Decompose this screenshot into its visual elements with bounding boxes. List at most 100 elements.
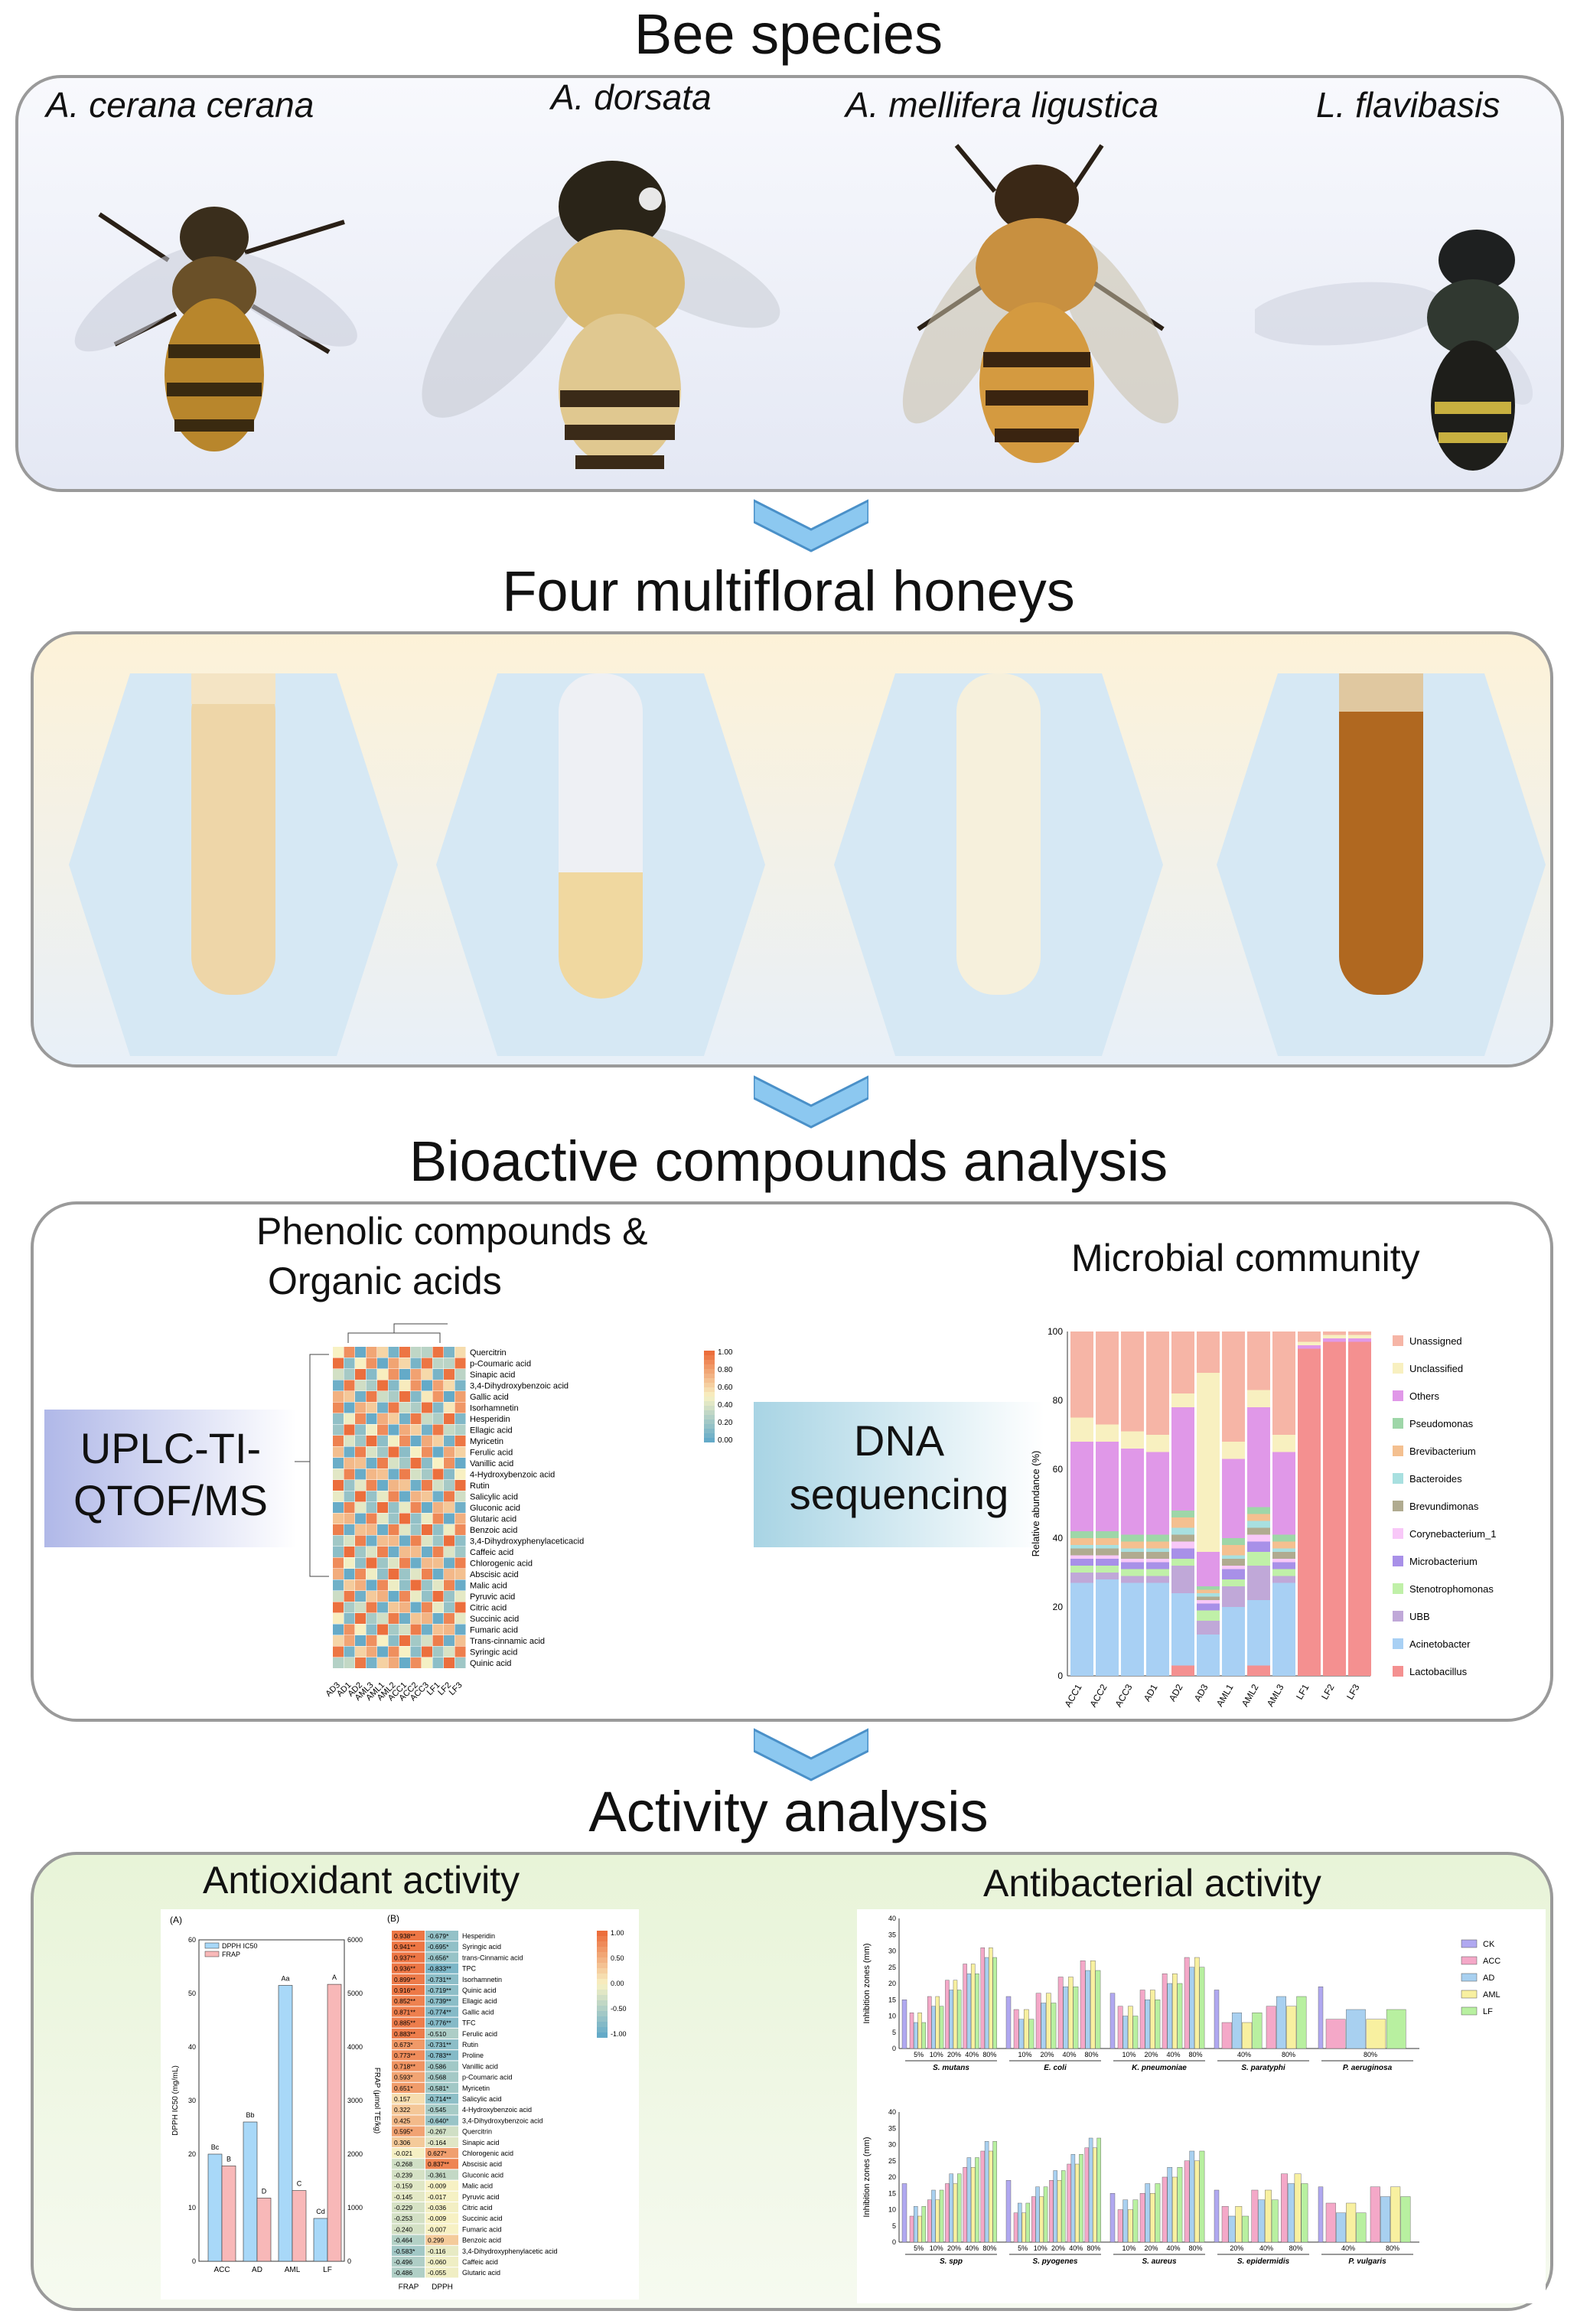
heatmap-cell [455,1557,466,1569]
bar-treatment [1057,2180,1062,2243]
heatmap-cell [399,1391,410,1402]
plot-frame [198,1939,345,2262]
heatmap-scale-cell [704,1406,715,1410]
heatmap-cell [355,1424,366,1436]
heatmap-cell [444,1347,455,1358]
panel-label-b: (B) [387,1913,399,1924]
heatmap-cell [455,1657,466,1668]
heatmap-cell [377,1402,388,1413]
title-activity: Activity analysis [588,1780,989,1843]
stacked-segment [1096,1545,1119,1549]
bar-treatment [989,1948,993,2049]
heatmap-cell [399,1491,410,1502]
heatmap-cell [399,1436,410,1446]
heatmap-cell [399,1458,410,1468]
y-axis-label: Inhibition zones (mm) [862,2137,872,2217]
x-tick-label: AD1 [1142,1682,1160,1703]
stacked-segment [1247,1566,1270,1600]
heatmap-cell [422,1602,432,1613]
corr-row-label: Syringic acid [462,1943,501,1951]
heatmap-cell [399,1380,410,1391]
bar-treatment [1194,1957,1200,2049]
heatmap-cell [377,1424,388,1436]
heatmap-cell [388,1468,399,1480]
stacked-segment [1197,1635,1220,1676]
heatmap-cell [366,1602,377,1613]
corr-value: 0.941** [394,1943,416,1951]
bar-treatment [966,2157,972,2243]
heatmap-cell [388,1635,399,1646]
corr-row-label: Fumaric acid [462,2225,502,2233]
corr-cell [392,2017,425,2028]
bar-treatment [1400,2196,1411,2243]
corr-row-label: Pyruvic acid [462,2193,500,2201]
y-tick-label: 40 [888,2108,896,2116]
heatmap-cell [333,1624,344,1635]
stacked-segment [1121,1559,1144,1563]
antibacterial-title: Antibacterial activity [983,1862,1321,1905]
y-tick-label: 25 [888,2157,896,2165]
honey-tube-1 [69,673,398,1056]
bar-treatment [1271,2199,1279,2243]
heatmap-cell [355,1535,366,1547]
bar-label-dpph: Bb [246,2111,254,2119]
corr-value: 0.593* [394,2074,413,2081]
heatmap-cell [333,1436,344,1446]
bar-treatment [1167,1983,1173,2049]
corr-cell [425,2104,458,2115]
down-arrow-1 [754,499,868,552]
bar-treatment [1041,2003,1047,2049]
heatmap-cell [388,1602,399,1613]
bar-label-frap: D [262,2187,267,2195]
y-tick-label: 30 [888,1948,896,1955]
corr-value: -0.267 [428,2128,446,2136]
heatmap-cell [344,1468,355,1480]
y-left-tick: 60 [188,1936,196,1944]
corr-row-label: Citric acid [462,2204,493,2212]
heatmap-cell [455,1358,466,1369]
x-tick-label: AD2 [1167,1682,1185,1703]
stacked-segment [1121,1541,1144,1549]
phenolic-title-1: Phenolic compounds & [256,1210,648,1253]
heatmap-cell [344,1502,355,1513]
heatmap-cell [355,1602,366,1613]
heatmap-cell [444,1646,455,1657]
legend-swatch [1393,1335,1403,1346]
stacked-segment [1272,1548,1295,1552]
corr-value: -0.239 [394,2171,412,2179]
heatmap-cell [333,1602,344,1613]
stacked-segment [1171,1393,1194,1407]
stacked-segment [1222,1331,1245,1442]
heatmap-cell [344,1480,355,1491]
legend-swatch [1461,2006,1478,2016]
x-tick-label: ACC2 [1087,1682,1109,1709]
heatmap-cell [377,1380,388,1391]
x-tick-label: 40% [1341,2244,1355,2252]
bar-label-dpph: Bc [211,2143,220,2151]
heatmap-scale-cell [704,1433,715,1438]
method-box-dna [754,1402,1044,1547]
x-tick-label: 40% [1062,2051,1076,2058]
legend-label: Pseudomonas [1409,1418,1474,1429]
bar-label-dpph: Aa [281,1975,289,1983]
stacked-segment [1146,1582,1169,1676]
heatmap-row-label: Gluconic acid [470,1504,520,1513]
y-right-tick: 3000 [347,2097,363,2104]
stacked-segment [1197,1603,1220,1611]
stacked-segment [1247,1407,1270,1508]
heatmap-cell [422,1569,432,1579]
legend-label: Others [1409,1390,1440,1402]
heatmap-cell [333,1557,344,1569]
group-label: S. spp [940,2257,963,2266]
heatmap-scale-cell [704,1369,715,1374]
stacked-segment [1197,1593,1220,1597]
bar-treatment [1145,2183,1151,2243]
heatmap-cell [422,1468,432,1480]
stacked-segment [1096,1331,1119,1425]
heatmap-row-label: Trans-cinnamic acid [470,1637,545,1646]
bar-treatment [953,1980,958,2049]
stacked-segment [1171,1534,1194,1542]
corr-cell [425,2061,458,2071]
stacked-segment [1096,1538,1119,1545]
bar-treatment [984,2141,989,2243]
